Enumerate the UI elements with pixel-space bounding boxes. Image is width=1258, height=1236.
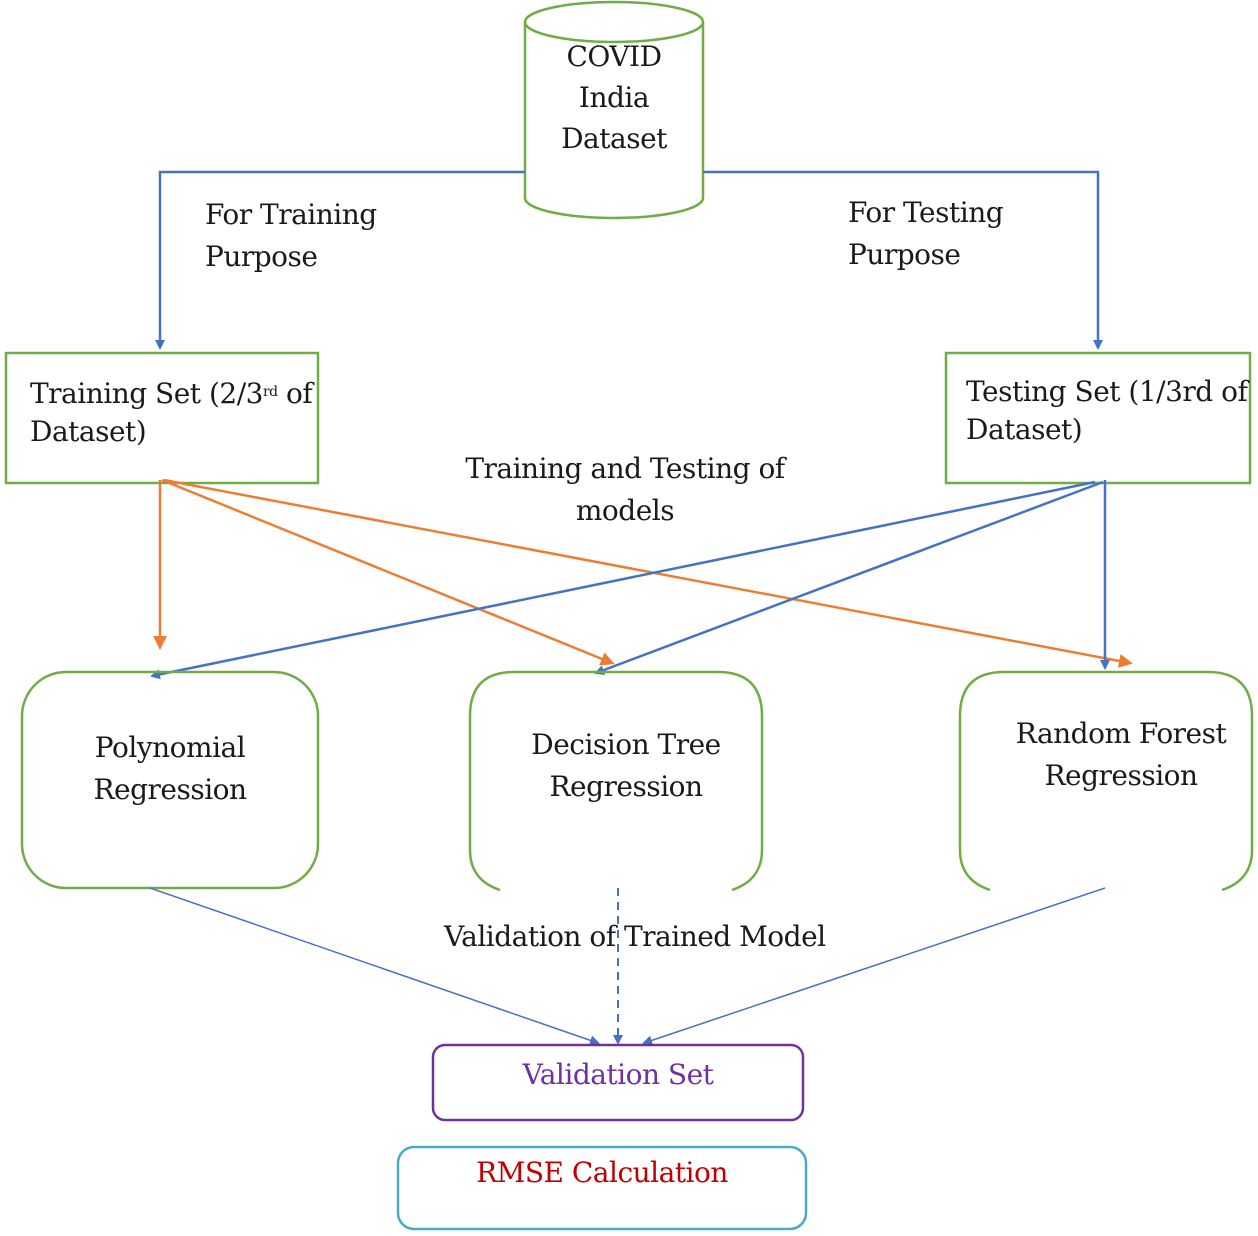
dataset-label: COVID India Dataset bbox=[525, 36, 703, 159]
training-purpose-line1: For Training bbox=[205, 198, 377, 231]
testing-purpose-label: For Testing Purpose bbox=[848, 192, 1004, 276]
test-to-polynomial-arrow bbox=[150, 480, 1096, 680]
training-set-label-line1: Training Set (2/3rd of bbox=[30, 377, 313, 410]
training-testing-models-line2: models bbox=[575, 494, 675, 527]
dataset-label-line3: Dataset bbox=[561, 122, 667, 155]
random-forest-regression-line2: Regression bbox=[1044, 759, 1198, 792]
train-to-random-forest-arrow bbox=[163, 478, 1133, 668]
decision-tree-regression-line1: Decision Tree bbox=[531, 728, 721, 761]
dataset-label-line1: COVID bbox=[566, 40, 662, 73]
testing-purpose-line2: Purpose bbox=[848, 238, 961, 271]
testing-set-label-line1: Testing Set (1/3rd of bbox=[966, 375, 1248, 408]
testing-set-label-line2: Dataset) bbox=[966, 413, 1083, 446]
random-forest-to-validation-arrow bbox=[642, 887, 1106, 1046]
rmse-calculation-label: RMSE Calculation bbox=[476, 1156, 728, 1189]
polynomial-regression-line1: Polynomial bbox=[94, 731, 246, 764]
train-to-decision-tree-arrow bbox=[161, 478, 615, 666]
decision-tree-regression-label: Decision Tree Regression bbox=[470, 724, 782, 808]
training-set-box bbox=[4, 351, 320, 485]
random-forest-regression-label: Random Forest Regression bbox=[980, 713, 1258, 797]
testing-purpose-line1: For Testing bbox=[848, 196, 1004, 229]
dataset-cylinder bbox=[523, 0, 705, 220]
polynomial-to-validation-arrow bbox=[149, 887, 600, 1046]
validation-set-label: Validation Set bbox=[522, 1058, 714, 1091]
testing-branch-arrow bbox=[703, 170, 1103, 350]
rmse-calculation-box bbox=[396, 1145, 808, 1231]
random-forest-regression-line1: Random Forest bbox=[1015, 717, 1227, 750]
polynomial-regression-box bbox=[20, 670, 320, 890]
validation-trained-model-label: Validation of Trained Model bbox=[444, 920, 826, 953]
testing-set-box bbox=[944, 351, 1252, 485]
training-set-label: Training Set (2/3rd of Dataset) bbox=[30, 375, 313, 451]
decision-tree-regression-line2: Regression bbox=[549, 770, 703, 803]
polynomial-regression-line2: Regression bbox=[93, 773, 247, 806]
training-purpose-label: For Training Purpose bbox=[205, 194, 377, 278]
training-set-label-line2: Dataset) bbox=[30, 415, 147, 448]
training-testing-models-label: Training and Testing of models bbox=[440, 448, 810, 532]
training-purpose-line2: Purpose bbox=[205, 240, 318, 273]
training-branch-arrow bbox=[155, 170, 525, 350]
decision-tree-regression-box bbox=[468, 670, 764, 892]
dataset-label-line2: India bbox=[578, 81, 650, 114]
test-to-decision-tree-arrow bbox=[594, 480, 1104, 675]
testing-set-label: Testing Set (1/3rd of Dataset) bbox=[966, 373, 1248, 449]
validation-set-box bbox=[431, 1043, 805, 1122]
polynomial-regression-label: Polynomial Regression bbox=[22, 727, 318, 811]
random-forest-regression-box bbox=[958, 670, 1254, 892]
training-testing-models-line1: Training and Testing of bbox=[465, 452, 785, 485]
